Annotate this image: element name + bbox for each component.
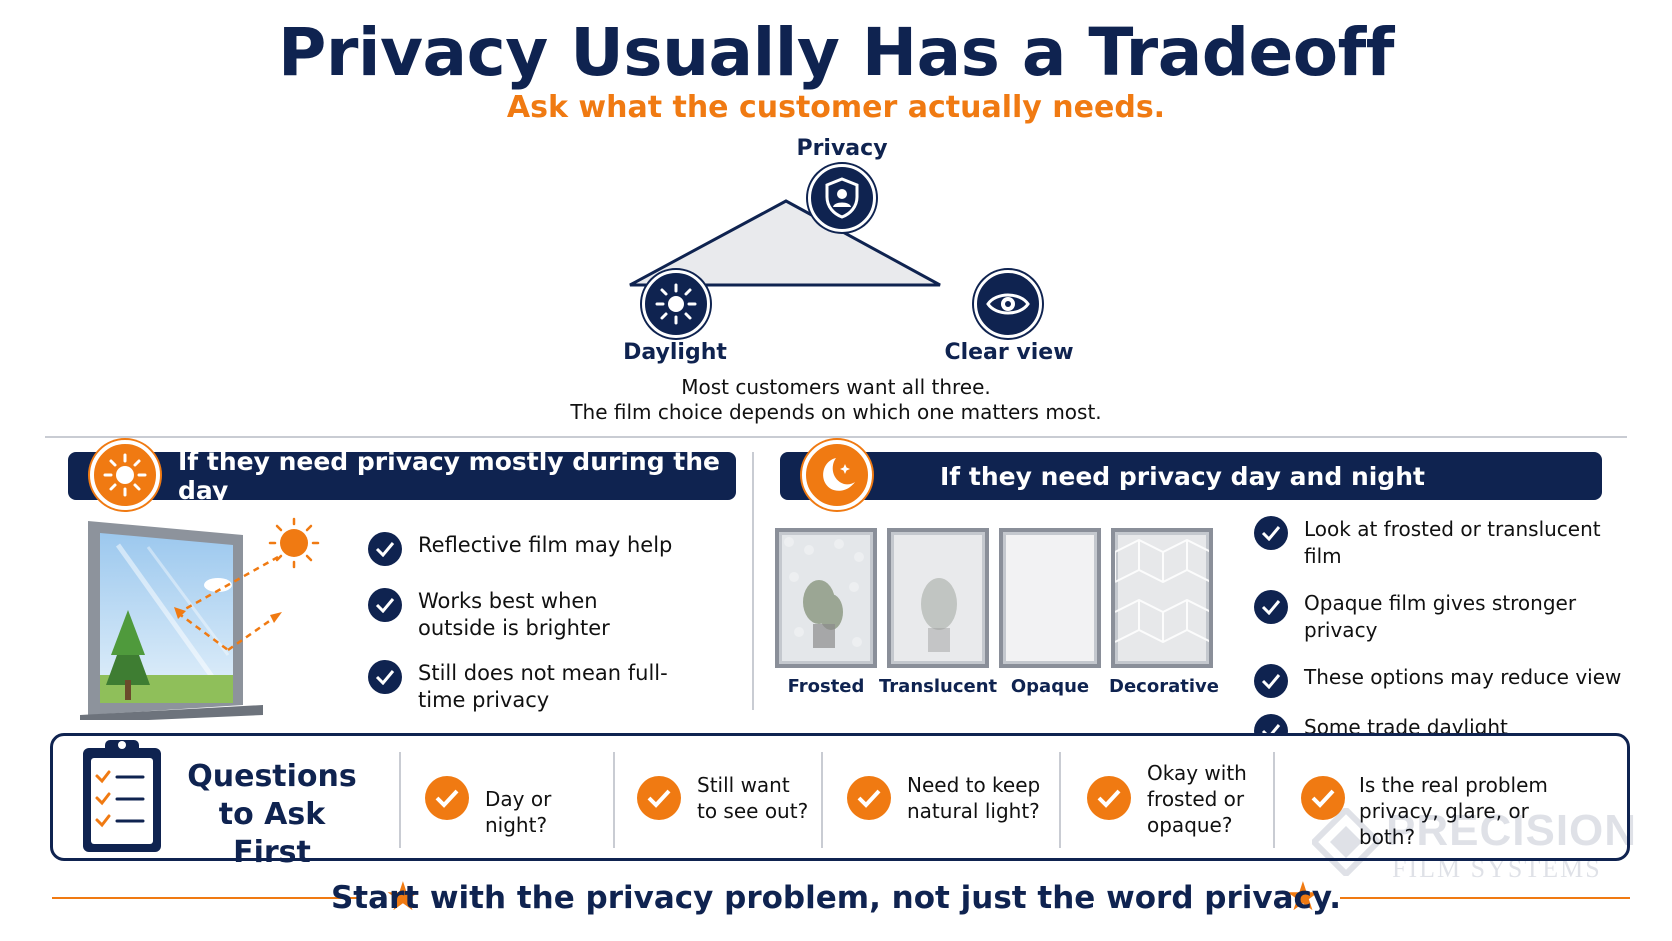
star-icon: ★ (385, 874, 421, 920)
triangle-note-line2: The film choice depends on which one mat… (570, 400, 1102, 424)
logo-icon (1312, 808, 1380, 876)
swatch-label: Opaque (1010, 676, 1090, 697)
check-icon (847, 776, 891, 820)
separator (399, 752, 401, 848)
check-icon (1254, 516, 1288, 550)
night-item-text: Opaque film gives stronger privacy (1304, 591, 1577, 642)
swatch-label: Frosted (787, 676, 865, 697)
star-icon: ★ (1285, 874, 1321, 920)
daylight-label: Daylight (623, 340, 727, 365)
privacy-label: Privacy (796, 136, 888, 161)
check-icon (425, 776, 469, 820)
shield-user-icon (808, 164, 876, 232)
list-item: Works best when outside is brighter (368, 588, 668, 642)
check-icon (368, 660, 402, 694)
separator (821, 752, 823, 848)
separator (1273, 752, 1275, 848)
night-section-title: If they need privacy day and night (940, 461, 1425, 491)
question-item: Day or night? (485, 787, 552, 837)
day-item-text: Still does not mean full-time privacy (418, 661, 668, 712)
check-icon (368, 588, 402, 622)
check-icon (1254, 590, 1288, 624)
sun-badge-icon (90, 440, 160, 510)
day-item-text: Reflective film may help (418, 533, 673, 557)
day-section-title: If they need privacy mostly during the d… (178, 447, 720, 505)
decorative-swatch (1111, 528, 1213, 668)
translucent-swatch (887, 528, 989, 668)
question-item: Need to keep natural light? (907, 773, 1041, 823)
day-section-banner: If they need privacy mostly during the d… (68, 447, 736, 505)
moon-icon (802, 440, 872, 510)
questions-title: Questions to Ask First (187, 759, 357, 870)
night-item-text: These options may reduce view (1304, 665, 1622, 689)
footer-rule-left (52, 897, 362, 899)
question-item: Okay with frosted or opaque? (1147, 761, 1247, 837)
watermark-line2: FILM SYSTEMS (1392, 854, 1602, 883)
separator (1059, 752, 1061, 848)
watermark-line1: PRECISION (1386, 806, 1638, 855)
check-icon (1301, 776, 1345, 820)
clipboard-icon (83, 740, 161, 852)
clear-view-label: Clear view (944, 340, 1074, 365)
swatch-label: Decorative (1109, 676, 1219, 697)
tradeoff-triangle (629, 199, 941, 287)
footer-rule-right (1340, 897, 1630, 899)
night-item-text: Look at frosted or translucent film (1304, 517, 1601, 568)
page-title: Privacy Usually Has a Tradeoff (277, 14, 1395, 91)
check-icon (368, 532, 402, 566)
question-item: Still want to see out? (697, 773, 809, 823)
list-item: Reflective film may help (368, 532, 708, 566)
swatch-label: Translucent (879, 676, 998, 697)
sun-icon (642, 270, 710, 338)
questions-panel: Questions to Ask First Day or night? Sti… (50, 733, 1630, 870)
question-item: Is the real problem privacy, glare, or b… (1359, 773, 1548, 849)
frosted-swatch (775, 528, 877, 668)
check-icon (1254, 664, 1288, 698)
eye-icon (974, 270, 1042, 338)
check-icon (1087, 776, 1131, 820)
section-divider (45, 436, 1627, 438)
day-checklist: Reflective film may help Works best when… (368, 532, 708, 714)
column-divider (752, 452, 754, 710)
list-item: Look at frosted or translucent film (1254, 516, 1624, 570)
check-icon (637, 776, 681, 820)
page-subtitle: Ask what the customer actually needs. (506, 90, 1166, 125)
footer-takeaway: Start with the privacy problem, not just… (330, 880, 1342, 916)
separator (613, 752, 615, 848)
triangle-note-line1: Most customers want all three. (681, 375, 991, 399)
list-item: Still does not mean full-time privacy (368, 660, 688, 714)
window-illustration (80, 517, 320, 720)
list-item: Opaque film gives stronger privacy (1254, 590, 1624, 644)
watermark: PRECISION FILM SYSTEMS (1312, 806, 1636, 883)
night-section-banner: If they need privacy day and night (780, 452, 1602, 500)
opaque-swatch (999, 528, 1101, 668)
day-item-text: Works best when outside is brighter (418, 589, 610, 640)
list-item: These options may reduce view (1254, 664, 1624, 698)
